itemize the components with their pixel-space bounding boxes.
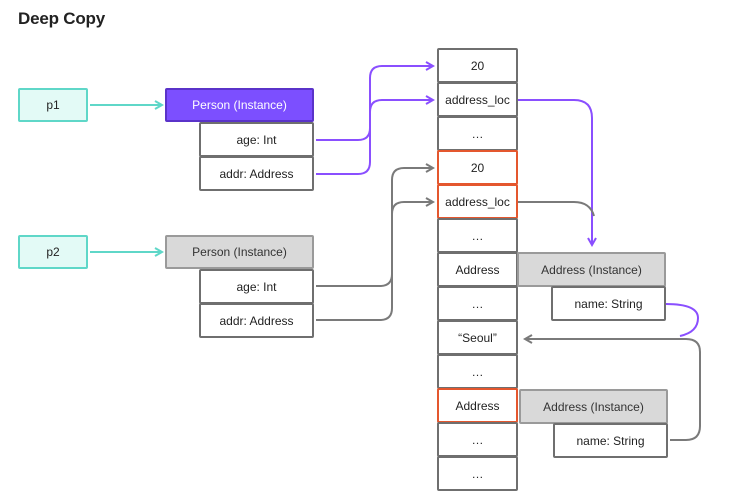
address2-instance-header: Address (Instance) [519, 389, 668, 424]
memory-cell: … [437, 286, 518, 321]
arrow-loc2-to-address [518, 201, 595, 217]
arrow-age2-to-value [316, 168, 433, 287]
memory-cell-highlighted: 20 [437, 150, 518, 185]
memory-cell: … [437, 218, 518, 253]
arrow-addr2-to-loc [316, 202, 433, 321]
memory-cell: … [437, 116, 518, 151]
memory-cell: Address [437, 252, 518, 287]
memory-cell: … [437, 456, 518, 491]
arrow-name2-to-seoul [525, 339, 701, 441]
arrow-name1-to-seoul [665, 303, 700, 337]
address2-name-field: name: String [553, 423, 668, 458]
memory-cell: … [437, 422, 518, 457]
diagram-title: Deep Copy [18, 9, 105, 28]
person1-addr-field: addr: Address [199, 156, 314, 191]
p1-reference: p1 [18, 88, 88, 122]
memory-cell: address_loc [437, 82, 518, 117]
memory-cell: “Seoul” [437, 320, 518, 355]
arrow-age1-to-value [316, 66, 433, 141]
person1-instance-header: Person (Instance) [165, 88, 314, 122]
person2-age-field: age: Int [199, 269, 314, 304]
memory-cell-highlighted: Address [437, 388, 518, 423]
memory-cell: … [437, 354, 518, 389]
memory-cell-highlighted: address_loc [437, 184, 518, 219]
address1-instance-header: Address (Instance) [517, 252, 666, 287]
person1-age-field: age: Int [199, 122, 314, 157]
arrow-loc1-to-address [518, 99, 592, 245]
arrow-addr1-to-loc [316, 100, 433, 175]
p2-reference: p2 [18, 235, 88, 269]
person2-addr-field: addr: Address [199, 303, 314, 338]
memory-cell: 20 [437, 48, 518, 83]
address1-name-field: name: String [551, 286, 666, 321]
person2-instance-header: Person (Instance) [165, 235, 314, 269]
